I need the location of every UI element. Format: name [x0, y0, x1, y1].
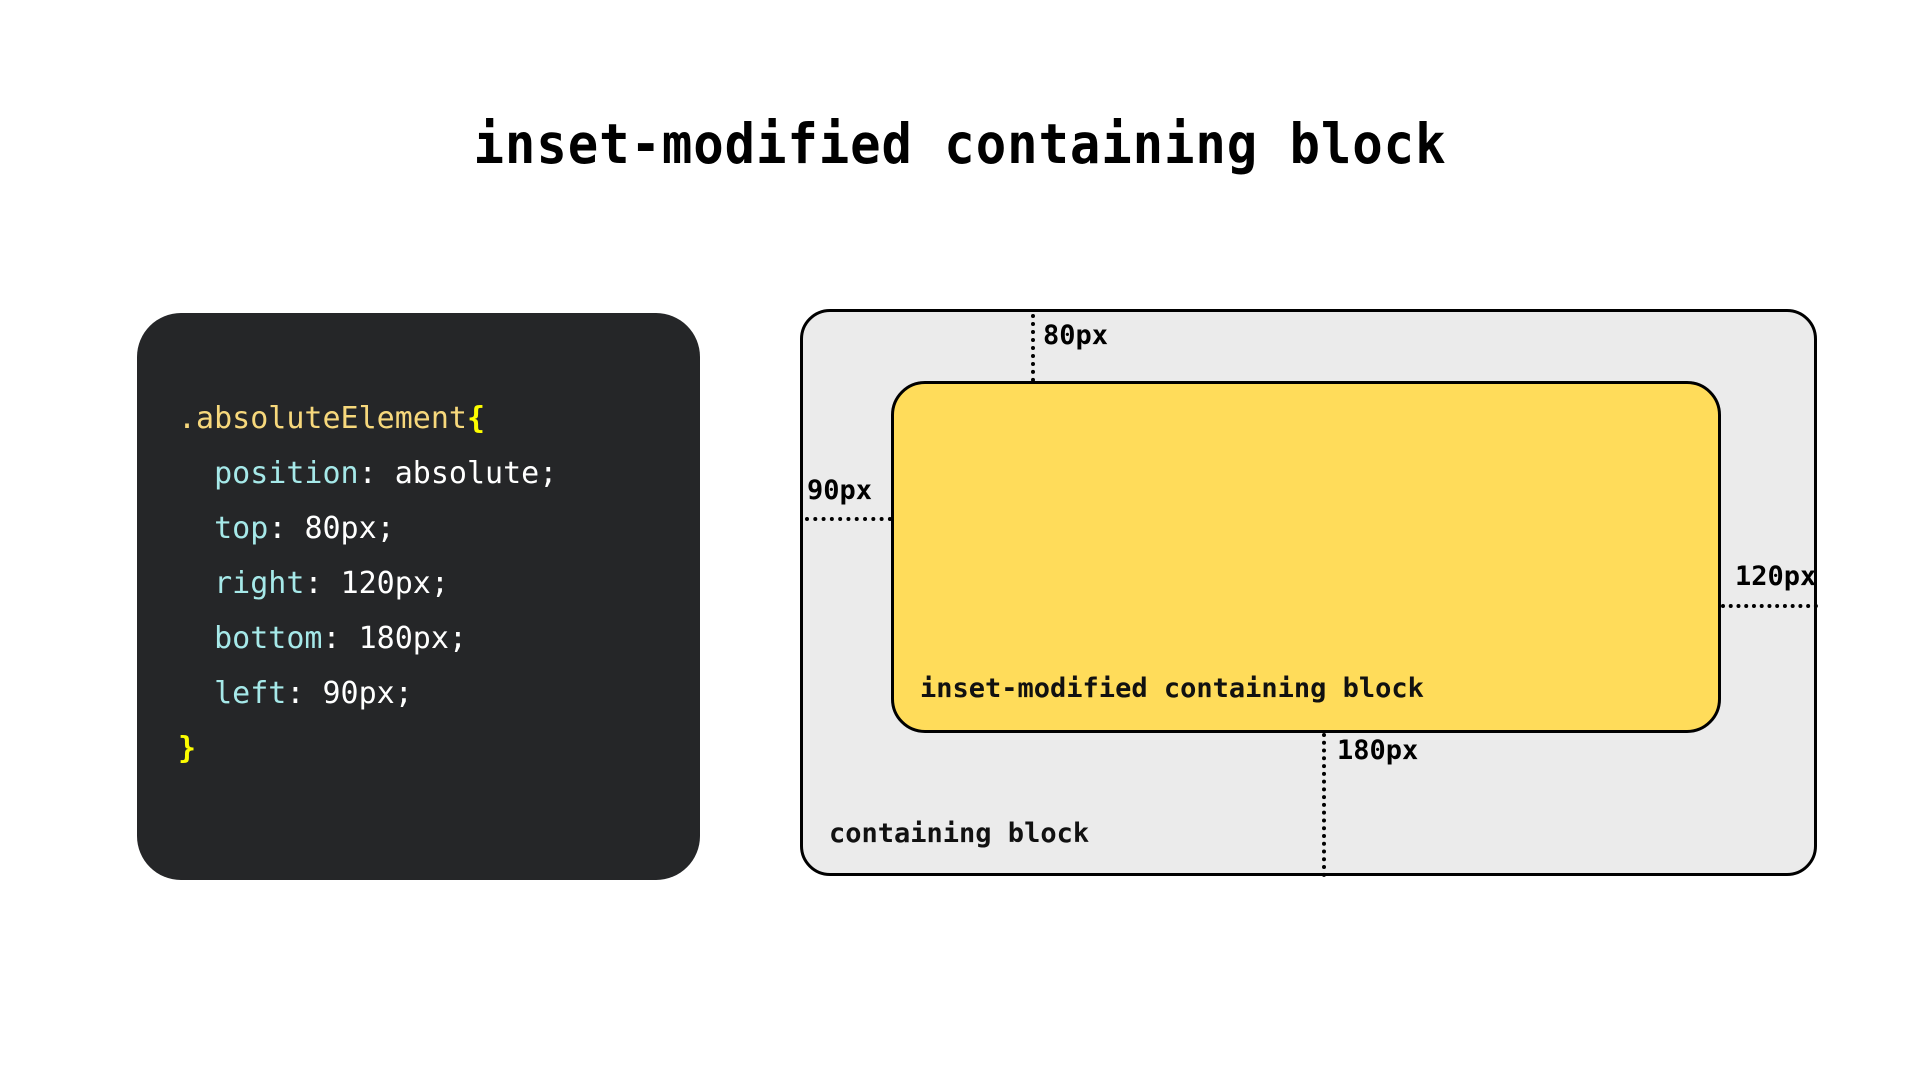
code-line-left: left: 90px;: [178, 666, 700, 721]
code-line-selector: .absoluteElement{: [178, 391, 700, 446]
code-line-bottom: bottom: 180px;: [178, 611, 700, 666]
css-property-top: top: [214, 511, 269, 546]
guide-line-right: [1721, 604, 1818, 608]
containing-block-label: containing block: [829, 818, 1090, 849]
measurement-label-left: 90px: [807, 475, 873, 506]
inset-modified-containing-block-box: inset-modified containing block: [891, 381, 1721, 733]
css-separator: :: [322, 621, 359, 656]
guide-line-bottom: [1322, 733, 1326, 877]
css-value-top: 80px;: [304, 511, 395, 546]
measurement-label-top: 80px: [1043, 320, 1109, 351]
css-property-left: left: [214, 676, 287, 711]
css-separator: :: [268, 511, 305, 546]
measurement-label-bottom: 180px: [1337, 735, 1419, 766]
close-brace-token: }: [178, 731, 197, 766]
css-property-bottom: bottom: [214, 621, 323, 656]
css-separator: :: [358, 456, 395, 491]
css-separator: :: [286, 676, 323, 711]
containing-block-box: inset-modified containing block 80px 90p…: [800, 309, 1818, 877]
guide-line-left: [805, 517, 892, 521]
css-value-position: absolute;: [394, 456, 558, 491]
code-line-close-brace: }: [178, 721, 700, 776]
css-selector-token: .absoluteElement: [178, 401, 467, 436]
code-line-top: top: 80px;: [178, 501, 700, 556]
code-line-right: right: 120px;: [178, 556, 700, 611]
open-brace-token: {: [466, 401, 486, 436]
css-property-position: position: [214, 456, 359, 491]
css-value-bottom: 180px;: [358, 621, 467, 656]
box-model-diagram: inset-modified containing block 80px 90p…: [800, 309, 1818, 877]
css-value-right: 120px;: [340, 566, 449, 601]
page-title: inset-modified containing block: [473, 112, 1447, 176]
inset-block-label: inset-modified containing block: [920, 673, 1424, 704]
css-value-left: 90px;: [322, 676, 413, 711]
guide-line-top: [1031, 314, 1035, 382]
measurement-label-right: 120px: [1735, 561, 1817, 592]
code-line-position: position: absolute;: [178, 446, 700, 501]
css-separator: :: [304, 566, 341, 601]
code-snippet-panel: .absoluteElement{ position: absolute; to…: [137, 313, 700, 880]
css-property-right: right: [214, 566, 305, 601]
